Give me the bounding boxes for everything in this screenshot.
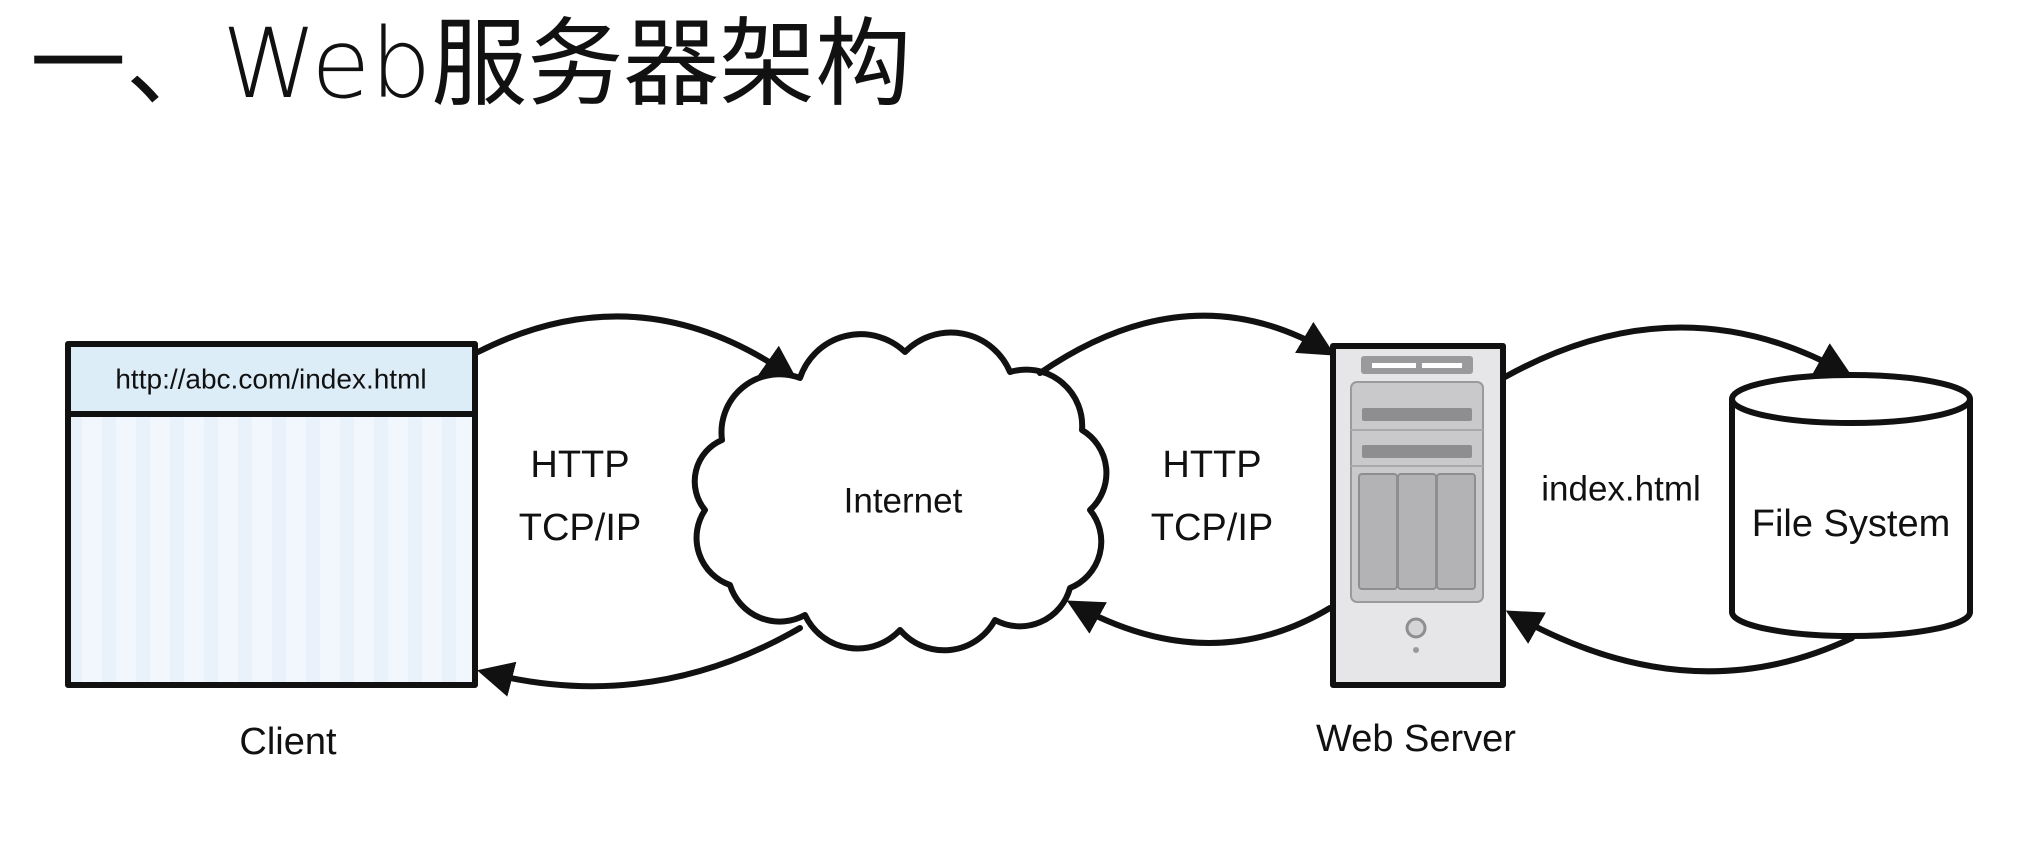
- browser-frame: [65, 341, 478, 688]
- arrow-server-to-file-system: [1502, 324, 1853, 380]
- internet-cloud: [691, 329, 1110, 654]
- server-frame: [1330, 343, 1506, 688]
- arrow-file-system-to-server: [1505, 610, 1855, 675]
- server-drive-bay-2: [1362, 445, 1472, 458]
- arrow-server-to-internet: [1066, 600, 1333, 646]
- edge-label-internet-server-protocol-2: TCP/IP: [1151, 507, 1273, 549]
- server-top-slot-1: [1372, 363, 1416, 368]
- arrow-client-to-internet: [475, 313, 798, 382]
- server-power-led: [1413, 647, 1419, 653]
- arrow-internet-to-server: [1037, 312, 1336, 376]
- edge-label-client-internet-protocol-1: HTTP: [530, 444, 629, 486]
- server-power-button: [1405, 617, 1427, 639]
- server-top-bar: [1361, 356, 1473, 374]
- edge-label-server-file-system: index.html: [1541, 469, 1701, 508]
- web-server-tower: [1330, 343, 1506, 688]
- internet-label: Internet: [844, 481, 963, 520]
- file-system-cylinder: [1729, 372, 1973, 639]
- server-bay-left: [1358, 473, 1398, 590]
- client-label: Client: [239, 721, 337, 763]
- address-bar-url: http://abc.com/index.html: [115, 363, 426, 394]
- address-bar: [68, 344, 475, 414]
- arrow-internet-to-client: [477, 625, 803, 697]
- browser-body: [68, 414, 475, 685]
- client-browser-window: http://abc.com/index.html: [65, 341, 478, 688]
- server-top-slot-2: [1422, 363, 1462, 368]
- server-drive-bay-1: [1362, 408, 1472, 421]
- server-bay-center: [1397, 473, 1437, 590]
- edge-label-internet-server-protocol-1: HTTP: [1162, 444, 1261, 486]
- cylinder-body: [1729, 396, 1973, 639]
- cylinder-top: [1729, 372, 1973, 426]
- server-bay-right: [1436, 473, 1476, 590]
- page-title: 一、Web服务器架构: [30, 8, 912, 120]
- file-system-label: File System: [1752, 503, 1950, 545]
- edge-label-client-internet-protocol-2: TCP/IP: [519, 507, 641, 549]
- web-server-label: Web Server: [1316, 718, 1516, 760]
